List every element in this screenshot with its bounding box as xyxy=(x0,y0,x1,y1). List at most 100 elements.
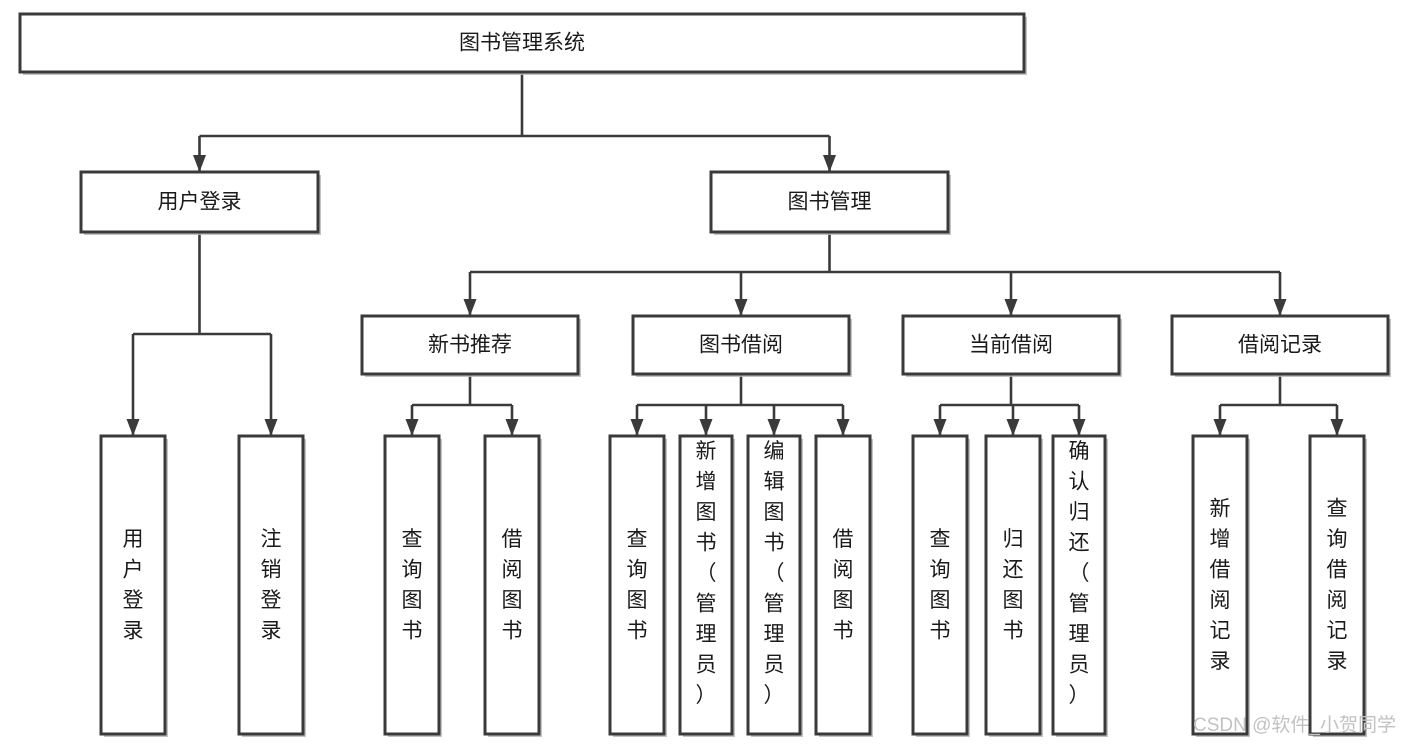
node-label-char-bracket: ） xyxy=(764,684,785,707)
node-label-char: 借 xyxy=(833,528,854,551)
node-label-char: 阅 xyxy=(1210,589,1231,612)
node-label-char: 查 xyxy=(930,528,951,551)
node-leaf[interactable]: 查询图书 xyxy=(911,434,970,737)
node-leaf[interactable]: 归还图书 xyxy=(984,434,1043,737)
node-leaf[interactable]: 编辑图书（管理员） xyxy=(746,434,803,737)
node-box[interactable] xyxy=(1170,314,1390,376)
node-box[interactable] xyxy=(984,434,1042,736)
node-box[interactable] xyxy=(901,314,1121,376)
node-level3[interactable]: 图书借阅 xyxy=(631,314,852,377)
node-label-char-bracket: （ xyxy=(764,562,785,585)
edge-arrowhead xyxy=(630,419,644,436)
edge-arrowhead xyxy=(933,419,947,436)
node-label: 借阅图书 xyxy=(833,528,854,643)
node-label-char: 增 xyxy=(696,471,717,494)
node-leaf[interactable]: 新增借阅记录 xyxy=(1191,434,1250,737)
node-box[interactable] xyxy=(383,434,441,736)
node-label-char: 辑 xyxy=(764,471,785,494)
node-level3[interactable]: 借阅记录 xyxy=(1170,314,1391,377)
node-label-char: 记 xyxy=(1210,620,1231,643)
node-box[interactable] xyxy=(678,434,734,736)
node-level3[interactable]: 当前借阅 xyxy=(901,314,1122,377)
node-box[interactable] xyxy=(911,434,969,736)
node-leaf[interactable]: 借阅图书 xyxy=(483,434,542,737)
node-box[interactable] xyxy=(360,314,580,376)
edge-arrowhead xyxy=(836,419,850,436)
edge-arrowhead xyxy=(505,419,519,436)
node-label-char: 借 xyxy=(1210,559,1231,582)
node-label-char: 增 xyxy=(1210,528,1231,551)
node-label-char: 询 xyxy=(627,559,648,582)
node-box[interactable] xyxy=(1308,434,1366,736)
node-box[interactable] xyxy=(814,434,872,736)
node-label-char: 管 xyxy=(1069,593,1090,616)
node-label-char: 用 xyxy=(123,528,144,551)
node-label-char: 员 xyxy=(764,654,785,677)
node-level2[interactable]: 图书管理 xyxy=(709,170,951,235)
node-label-char: 管 xyxy=(696,593,717,616)
node-box[interactable] xyxy=(79,170,320,234)
node-label-char: 查 xyxy=(1327,498,1348,521)
node-label-char: 理 xyxy=(696,623,717,646)
node-label-char: 书 xyxy=(930,620,951,643)
node-label-char: 书 xyxy=(764,532,785,555)
node-label-char-bracket: ） xyxy=(696,684,717,707)
node-leaf[interactable]: 用户登录 xyxy=(99,434,168,737)
node-box[interactable] xyxy=(709,170,950,234)
node-label-char: 确 xyxy=(1069,440,1090,463)
node-box[interactable] xyxy=(1191,434,1249,736)
node-label-char: 销 xyxy=(261,559,282,582)
node-label: 注销登录 xyxy=(261,528,282,643)
node-label: 借阅记录 xyxy=(1238,334,1322,357)
edge-arrowhead xyxy=(463,299,477,316)
edge-arrowhead xyxy=(405,419,419,436)
node-leaf[interactable]: 注销登录 xyxy=(237,434,306,737)
node-label-char: 书 xyxy=(402,620,423,643)
node-label-char: 书 xyxy=(627,620,648,643)
node-label-char: 员 xyxy=(696,654,717,677)
node-label-char: 注 xyxy=(261,528,282,551)
edge-arrowhead xyxy=(1006,419,1020,436)
node-box[interactable] xyxy=(99,434,167,736)
node-root[interactable]: 图书管理系统 xyxy=(18,12,1027,75)
node-label-char: 图 xyxy=(402,589,423,612)
node-box[interactable] xyxy=(746,434,802,736)
node-label: 查询借阅记录 xyxy=(1327,498,1348,674)
node-label-char: 新 xyxy=(1210,498,1231,521)
node-label-char: 图 xyxy=(833,589,854,612)
edge-arrowhead xyxy=(1213,419,1227,436)
edge-arrowhead xyxy=(767,419,781,436)
node-label-char: 归 xyxy=(1069,501,1090,524)
node-label-char: 查 xyxy=(402,528,423,551)
node-leaf[interactable]: 查询图书 xyxy=(608,434,667,737)
node-box[interactable] xyxy=(483,434,541,736)
node-label-char: 书 xyxy=(833,620,854,643)
node-level2[interactable]: 用户登录 xyxy=(79,170,321,235)
node-label: 新增借阅记录 xyxy=(1210,498,1231,674)
node-box[interactable] xyxy=(237,434,305,736)
node-label: 当前借阅 xyxy=(969,334,1053,357)
node-box[interactable] xyxy=(608,434,666,736)
node-leaf[interactable]: 查询图书 xyxy=(383,434,442,737)
node-level3[interactable]: 新书推荐 xyxy=(360,314,581,377)
edge-group-book-borrow xyxy=(630,374,850,436)
node-box[interactable] xyxy=(1051,434,1107,736)
node-label-char-bracket: （ xyxy=(696,562,717,585)
node-label-char: 借 xyxy=(1327,559,1348,582)
node-label: 查询图书 xyxy=(402,528,423,643)
node-box[interactable] xyxy=(18,12,1026,74)
node-label-char: 图 xyxy=(502,589,523,612)
node-leaf[interactable]: 查询借阅记录 xyxy=(1308,434,1367,737)
node-label-char: 录 xyxy=(1327,650,1348,673)
node-label-char: 录 xyxy=(123,620,144,643)
edge-arrowhead xyxy=(1072,419,1086,436)
node-label-char: 管 xyxy=(764,593,785,616)
node-leaf[interactable]: 新增图书（管理员） xyxy=(678,434,735,737)
edge-arrowhead xyxy=(734,299,748,316)
node-label: 用户登录 xyxy=(158,191,242,214)
node-leaf[interactable]: 借阅图书 xyxy=(814,434,873,737)
node-leaf[interactable]: 确认归还（管理员） xyxy=(1051,434,1108,737)
node-box[interactable] xyxy=(631,314,851,376)
edge-arrowhead xyxy=(699,419,713,436)
